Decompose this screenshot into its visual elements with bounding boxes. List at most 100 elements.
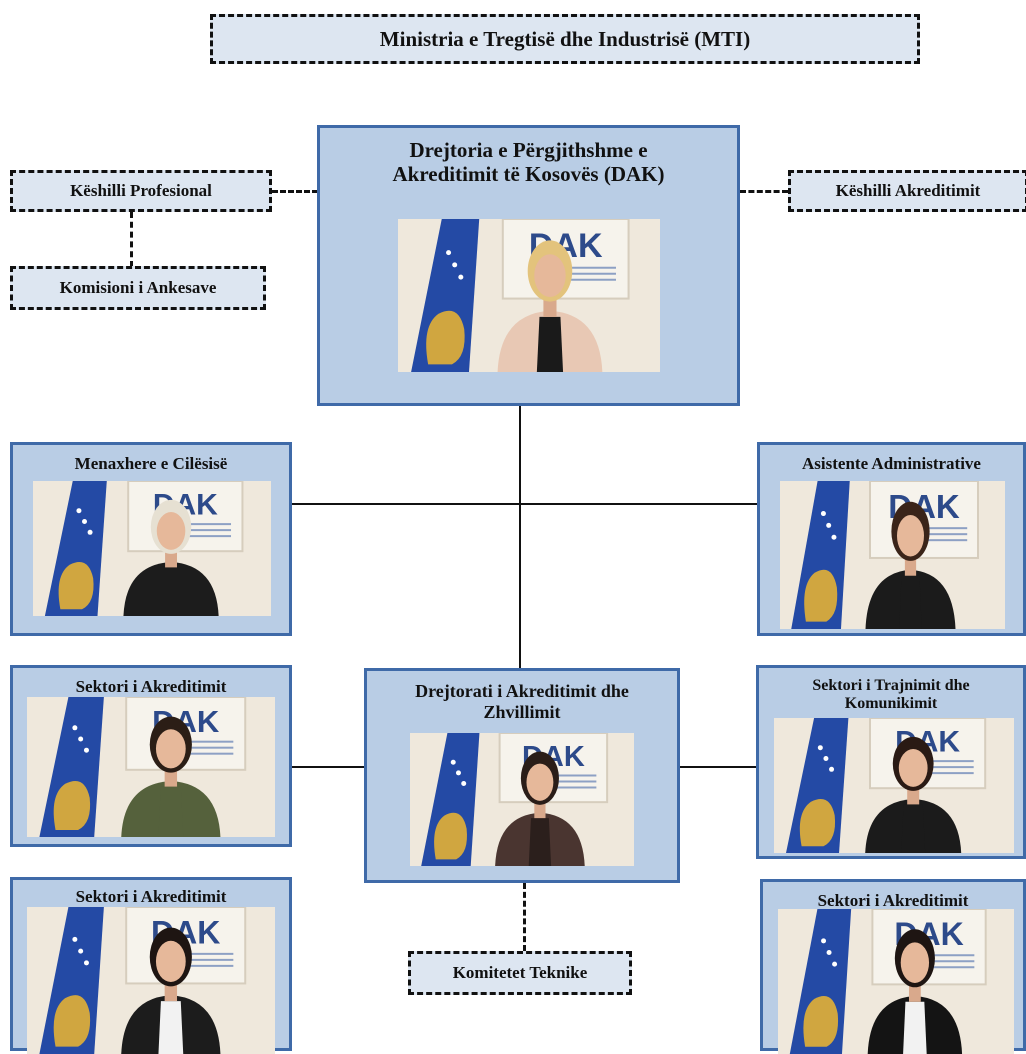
logo-caption-line xyxy=(540,266,616,269)
person-shirt xyxy=(528,818,552,866)
flag-star-icon xyxy=(823,756,829,761)
connector-complaints xyxy=(130,212,133,267)
flag-star-icon xyxy=(76,508,82,514)
person-face xyxy=(898,749,928,787)
logo-caption-line xyxy=(904,772,974,775)
person-shirt xyxy=(536,316,564,372)
photo-scene: DAK xyxy=(778,909,1014,1054)
photo-scene: DAK xyxy=(398,219,660,372)
flag-star-icon xyxy=(820,511,826,517)
complaints-commission-box: Komisioni i Ankesave xyxy=(10,266,266,310)
person-neck xyxy=(165,548,177,568)
directorate-photo: DAK xyxy=(410,733,634,866)
logo-caption-line xyxy=(540,272,616,275)
flag-star-icon xyxy=(826,522,832,528)
person-face xyxy=(155,940,186,982)
photo-scene: DAK xyxy=(410,733,634,866)
director-title: Drejtoria e Përgjithshme e Akreditimit t… xyxy=(392,138,665,187)
sector-accreditation-left-2-box: Sektori i Akreditimit DAK xyxy=(10,877,292,1054)
logo-caption-line xyxy=(162,535,232,538)
person-shirt xyxy=(158,1001,184,1054)
sector-accreditation-left-1-title: Sektori i Akreditimit xyxy=(75,677,227,696)
professional-council-label: Këshilli Profesional xyxy=(70,181,212,200)
logo-caption-line xyxy=(161,752,234,755)
sector-accreditation-left-2-title: Sektori i Akreditimit xyxy=(75,887,227,906)
flag-star-icon xyxy=(452,262,458,268)
flag-star-icon xyxy=(72,725,78,731)
admin-assistant-box: Asistente Administrative DAK xyxy=(757,442,1026,636)
sector-accreditation-right-2-photo: DAK xyxy=(778,909,1014,1054)
connector-advisory-right xyxy=(740,190,788,193)
directorate-title: Drejtorati i Akreditimit dhe Zhvillimit xyxy=(415,681,629,722)
logo-caption-line xyxy=(531,786,597,789)
logo-caption-line xyxy=(162,529,232,532)
flag-star-icon xyxy=(831,534,837,540)
logo-caption-line xyxy=(906,960,975,963)
flag-star-icon xyxy=(458,274,464,280)
flag-star-icon xyxy=(83,747,89,753)
flag-map-icon xyxy=(434,812,467,860)
logo-caption-line xyxy=(162,523,232,526)
logo-caption-line xyxy=(161,958,234,961)
logo-caption-line xyxy=(906,966,975,969)
connector-committees xyxy=(523,883,526,951)
director-box: Drejtoria e Përgjithshme e Akreditimit t… xyxy=(317,125,740,406)
admin-assistant-title: Asistente Administrative xyxy=(802,454,981,473)
flag-star-icon xyxy=(87,529,93,535)
flag-star-icon xyxy=(446,250,452,256)
flag-map-icon xyxy=(803,995,839,1047)
photo-scene: DAK xyxy=(780,481,1005,629)
person-face xyxy=(534,254,566,298)
person-face xyxy=(897,515,924,557)
flag-star-icon xyxy=(829,766,835,772)
person-shirt xyxy=(903,1001,927,1054)
person-shirt xyxy=(901,804,926,853)
sector-accreditation-right-2-box: Sektori i Akreditimit DAK xyxy=(760,879,1026,1054)
connector-advisory-left xyxy=(272,190,318,193)
connector-level2 xyxy=(291,503,757,505)
logo-caption-line xyxy=(531,780,597,783)
person-neck xyxy=(534,799,546,819)
logo-caption-line xyxy=(161,740,234,743)
logo-caption-line xyxy=(161,952,234,955)
sector-training-box: Sektori i Trajnimit dhe Komunikimit DAK xyxy=(756,665,1026,859)
flag-map-icon xyxy=(426,310,465,365)
sector-accreditation-right-2-title: Sektori i Akreditimit xyxy=(817,891,969,910)
connector-sector-right xyxy=(680,766,756,768)
logo-caption-line xyxy=(906,954,975,957)
flag-star-icon xyxy=(450,759,456,765)
accreditation-council-box: Këshilli Akreditimit xyxy=(788,170,1026,212)
sector-training-photo: DAK xyxy=(774,718,1014,853)
logo-caption-line xyxy=(902,533,968,536)
flag-star-icon xyxy=(82,519,88,524)
flag-map-icon xyxy=(53,995,91,1047)
flag-star-icon xyxy=(821,938,827,944)
sector-training-title: Sektori i Trajnimit dhe Komunikimit xyxy=(812,677,970,713)
flag-star-icon xyxy=(817,745,823,751)
ministry-box: Ministria e Tregtisë dhe Industrisë (MTI… xyxy=(210,14,920,64)
logo-caption-line xyxy=(531,774,597,777)
person-neck xyxy=(908,981,921,1002)
quality-manager-photo: DAK xyxy=(33,481,271,616)
flag-star-icon xyxy=(455,770,461,776)
complaints-commission-label: Komisioni i Ankesave xyxy=(59,278,217,297)
flag-map-icon xyxy=(799,798,836,847)
logo-caption-line xyxy=(904,760,974,763)
flag-star-icon xyxy=(461,781,467,787)
person-shirt xyxy=(158,786,184,837)
logo-caption-line xyxy=(540,278,616,281)
logo-caption-line xyxy=(161,746,234,749)
flag-map-icon xyxy=(58,561,94,610)
sector-accreditation-left-1-box: Sektori i Akreditimit DAK xyxy=(10,665,292,847)
flag-star-icon xyxy=(83,960,89,966)
admin-assistant-photo: DAK xyxy=(780,481,1005,629)
person-face xyxy=(156,512,186,550)
flag-star-icon xyxy=(78,948,84,954)
photo-scene: DAK xyxy=(27,697,275,837)
logo-caption-line xyxy=(904,766,974,769)
connector-director-down xyxy=(519,406,521,668)
flag-star-icon xyxy=(72,936,78,942)
connector-sector-left xyxy=(292,766,364,768)
quality-manager-box: Menaxhere e Cilësisë DAK xyxy=(10,442,292,636)
person-face xyxy=(155,729,186,769)
